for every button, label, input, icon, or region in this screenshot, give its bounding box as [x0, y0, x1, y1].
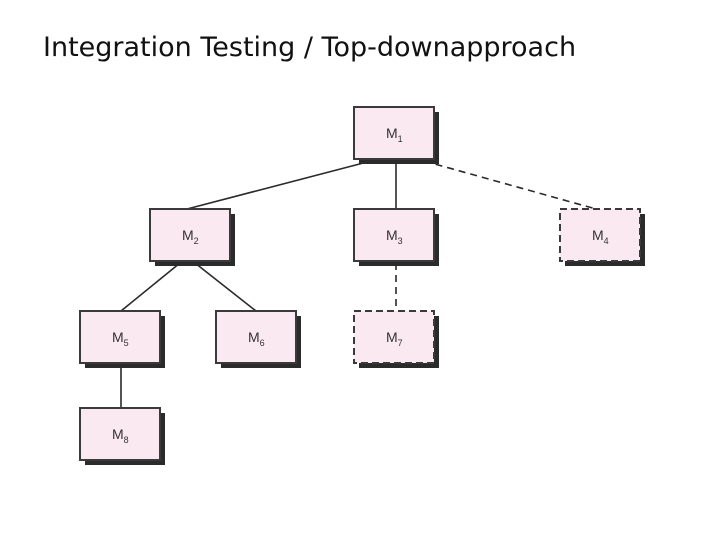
edges — [120, 160, 597, 408]
module-m5: M5 — [79, 310, 165, 368]
module-m4-label: M4 — [592, 227, 609, 246]
module-m6: M6 — [215, 310, 301, 368]
module-m4-box — [559, 208, 641, 262]
edge-m2-m5 — [120, 262, 181, 312]
module-m4: M4 — [559, 208, 645, 266]
slide-title: Integration Testing / Top-downapproach — [43, 32, 577, 63]
edge-m1-m4 — [423, 160, 597, 210]
module-m7-box — [353, 310, 435, 364]
edge-m1-m2 — [186, 160, 372, 210]
module-m6-label: M6 — [248, 329, 265, 348]
edge-m2-m6 — [194, 262, 257, 312]
module-m5-box — [79, 310, 161, 364]
module-m3: M3 — [353, 208, 439, 266]
module-m1-label: M1 — [386, 125, 403, 144]
module-m2-box — [149, 208, 231, 262]
module-m3-label: M3 — [386, 227, 403, 246]
module-m8-label: M8 — [112, 426, 129, 445]
module-m7: M7 — [353, 310, 439, 368]
module-m3-box — [353, 208, 435, 262]
module-m6-box — [215, 310, 297, 364]
module-m1: M1 — [353, 106, 439, 164]
module-m2-label: M2 — [182, 227, 199, 246]
module-m5-label: M5 — [112, 329, 129, 348]
module-m2: M2 — [149, 208, 235, 266]
module-m1-box — [353, 106, 435, 160]
module-m8: M8 — [79, 407, 165, 465]
module-m8-box — [79, 407, 161, 461]
module-m7-label: M7 — [386, 329, 403, 348]
